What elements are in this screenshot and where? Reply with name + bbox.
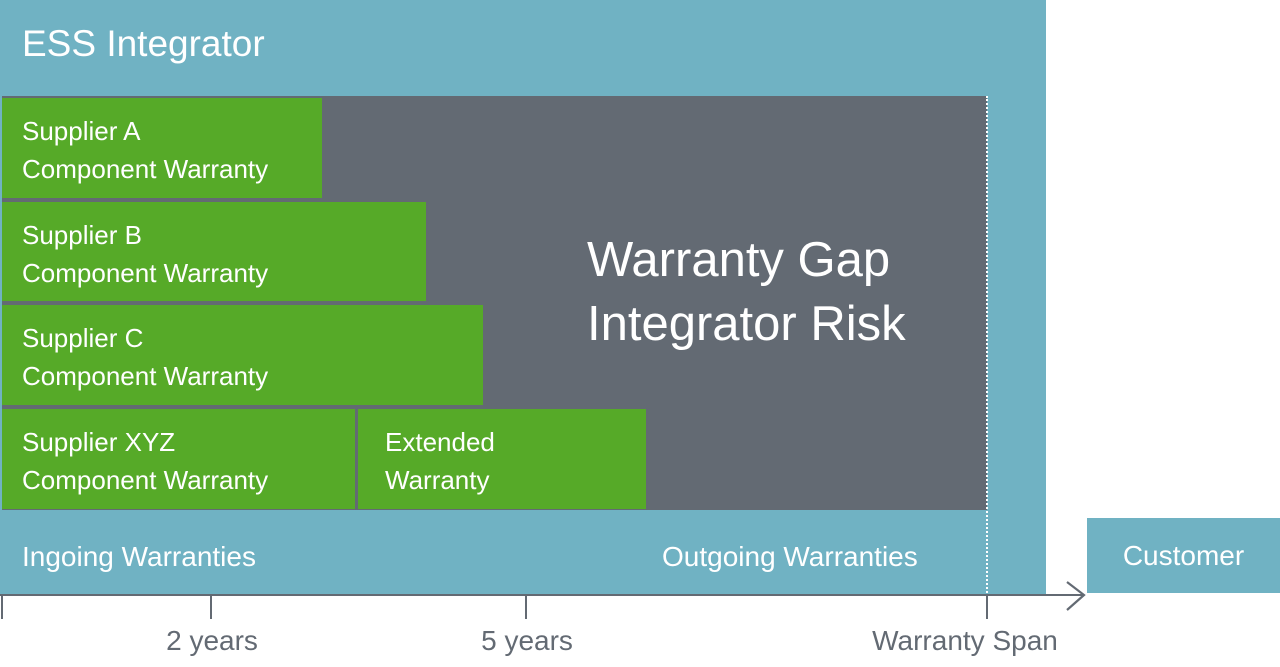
customer-box: Customer <box>1087 518 1280 593</box>
axis-tick-origin <box>1 594 3 619</box>
supplier-xyz-warranty-bar: Supplier XYZ Component Warranty <box>2 409 355 509</box>
gap-label-line2: Integrator Risk <box>587 297 906 351</box>
axis-label-warranty-span: Warranty Span <box>872 625 1058 656</box>
bar-label-line1: Supplier B <box>22 220 142 250</box>
bar-label-line2: Component Warranty <box>22 258 269 288</box>
axis-tick-5-years <box>525 594 527 619</box>
integrator-title: ESS Integrator <box>22 23 265 64</box>
axis-label-2-years: 2 years <box>166 625 258 656</box>
extended-warranty-bar: Extended Warranty <box>358 409 646 509</box>
outgoing-warranties-label: Outgoing Warranties <box>662 541 918 572</box>
axis-tick-2-years <box>210 594 212 619</box>
axis-arrow-icon <box>1066 581 1086 611</box>
supplier-b-warranty-bar: Supplier B Component Warranty <box>2 202 426 301</box>
time-axis <box>0 594 1084 596</box>
warranty-span-dotted-line <box>986 96 988 596</box>
supplier-c-warranty-bar: Supplier C Component Warranty <box>2 305 483 405</box>
axis-label-5-years: 5 years <box>481 625 573 656</box>
supplier-a-warranty-bar: Supplier A Component Warranty <box>2 98 322 198</box>
bar-label-line1: Supplier C <box>22 323 144 353</box>
bar-label-line1: Extended <box>385 427 495 457</box>
bar-label-line2: Component Warranty <box>22 361 269 391</box>
bar-label-line1: Supplier XYZ <box>22 427 176 457</box>
axis-tick-warranty-span <box>986 594 988 619</box>
bar-label-line1: Supplier A <box>22 116 141 146</box>
bar-label-line2: Warranty <box>385 465 490 495</box>
customer-label: Customer <box>1122 539 1245 571</box>
ingoing-warranties-label: Ingoing Warranties <box>22 541 256 572</box>
bar-label-line2: Component Warranty <box>22 154 269 184</box>
warranty-gap-label: Warranty Gap Integrator Risk <box>587 228 906 356</box>
bar-label-line2: Component Warranty <box>22 465 269 495</box>
gap-label-line1: Warranty Gap <box>587 233 891 287</box>
